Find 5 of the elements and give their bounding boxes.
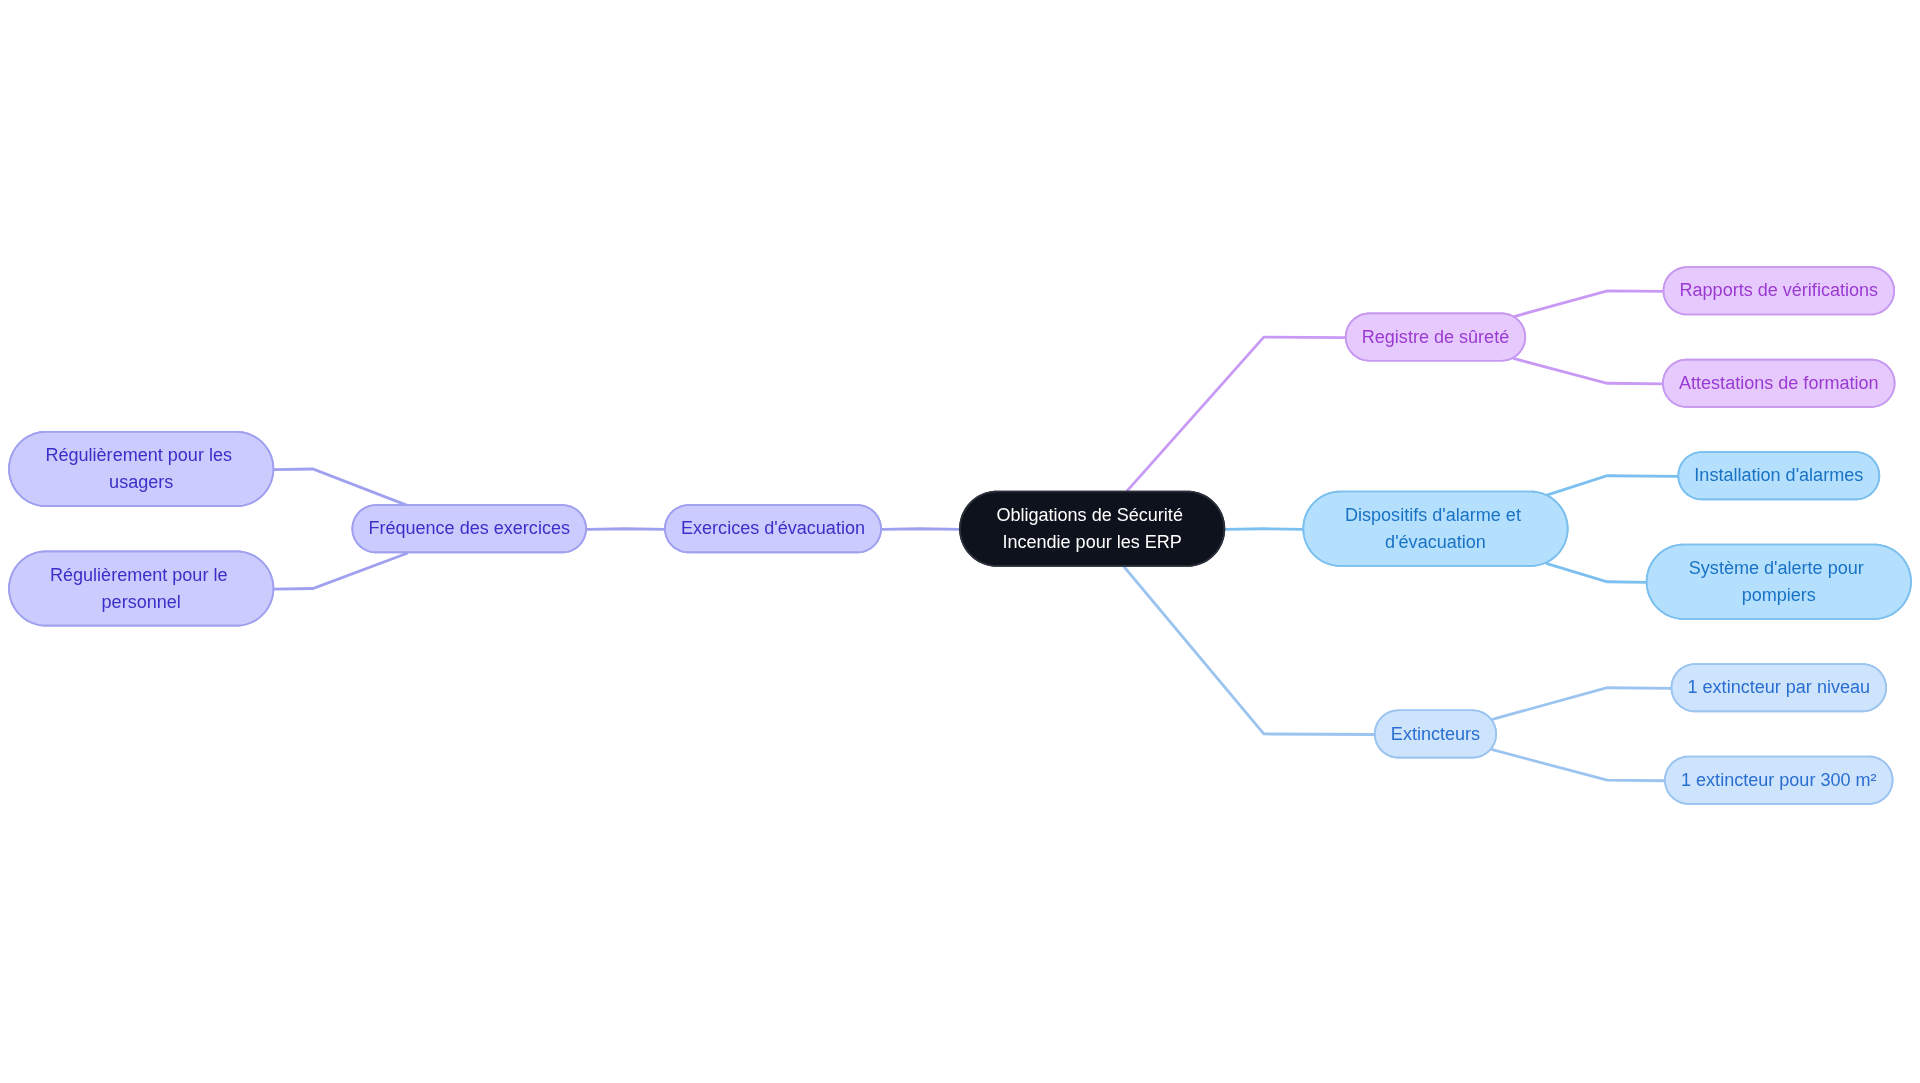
connector (1545, 474, 1679, 497)
connector (1224, 527, 1304, 531)
connector (273, 467, 409, 507)
connector (273, 551, 409, 591)
connector (586, 527, 666, 531)
